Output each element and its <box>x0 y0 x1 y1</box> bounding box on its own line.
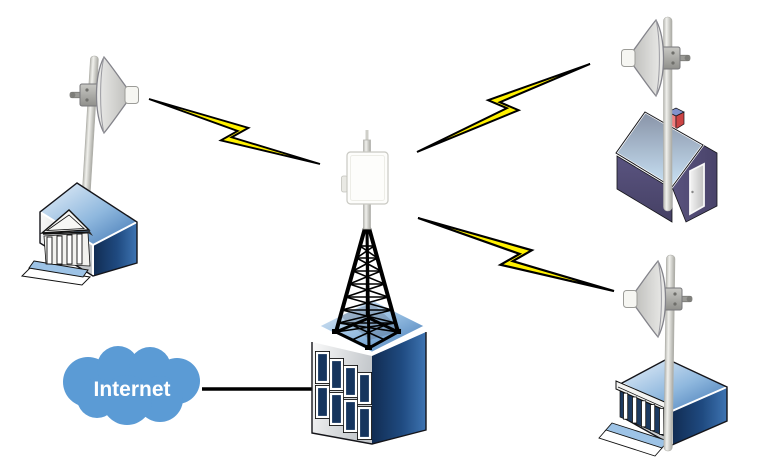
house-building <box>614 107 718 223</box>
bank-building <box>20 182 138 286</box>
mast-pole <box>81 55 99 205</box>
dish-antenna-icon <box>620 19 691 97</box>
bank-portico <box>598 380 669 457</box>
lattice-tower <box>332 227 402 350</box>
internet-label: Internet <box>93 378 170 401</box>
lightning-bolt-icon <box>411 216 621 293</box>
mast-pole <box>663 16 673 212</box>
dish-antenna-icon <box>69 56 140 134</box>
site-bottom-right <box>598 254 728 457</box>
bank-portico <box>20 209 93 286</box>
lightning-bolt-icon <box>405 62 602 154</box>
lightning-bolt-icon <box>142 98 327 165</box>
bank-building <box>598 358 728 457</box>
dish-antenna-icon <box>622 260 693 338</box>
house-door <box>689 162 705 216</box>
panel-antenna <box>341 130 389 230</box>
site-top-right <box>614 16 718 223</box>
office-windows <box>315 351 372 440</box>
central-base-station <box>311 130 427 445</box>
internet-cloud: Internet <box>63 346 200 425</box>
site-top-left <box>20 55 140 286</box>
